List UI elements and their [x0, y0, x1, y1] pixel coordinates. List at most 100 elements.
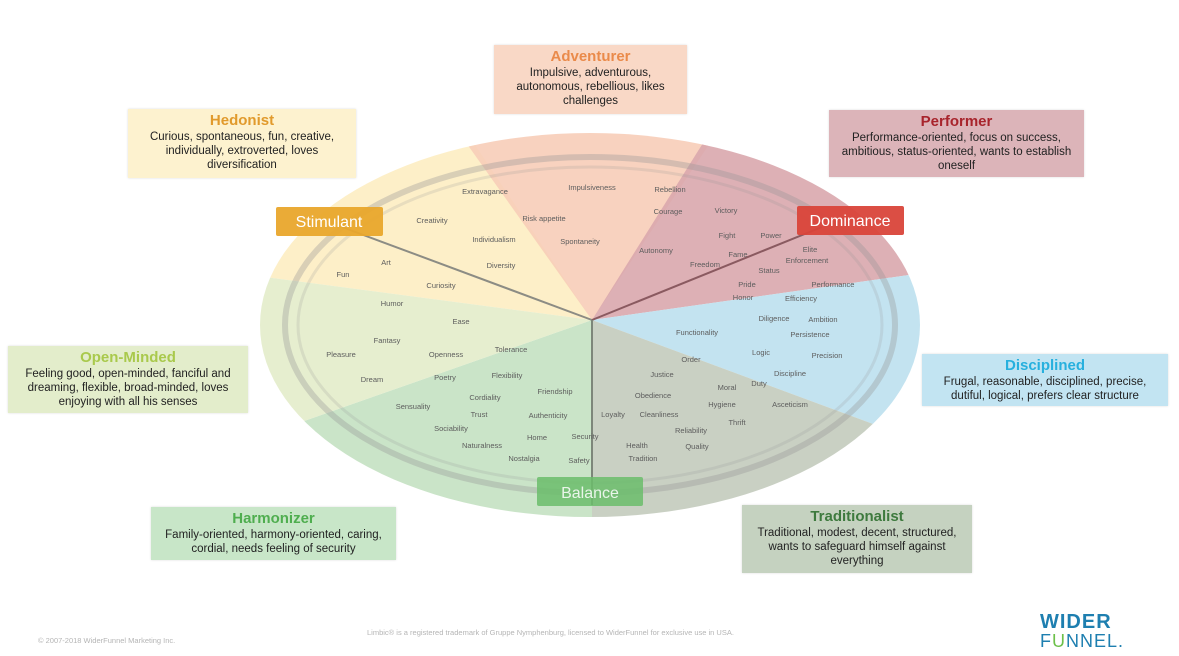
- performer-description: Performance-oriented, focus on success, …: [841, 132, 1072, 172]
- value-word: Nostalgia: [508, 454, 540, 463]
- value-word: Diligence: [759, 314, 790, 323]
- value-word: Fame: [728, 250, 747, 259]
- value-word: Duty: [751, 379, 767, 388]
- svg-text:Dominance: Dominance: [810, 213, 891, 230]
- value-word: Performance: [812, 280, 855, 289]
- value-word: Ease: [452, 317, 469, 326]
- adventurer-description: Impulsive, adventurous, autonomous, rebe…: [516, 67, 665, 107]
- disciplined-box: Disciplined Frugal, reasonable, discipli…: [922, 354, 1168, 406]
- traditionalist-description: Traditional, modest, decent, structured,…: [757, 527, 957, 567]
- open-minded-title: Open-Minded: [80, 349, 176, 366]
- stimulant-axis-line: [341, 226, 593, 321]
- svg-text:Balance: Balance: [561, 485, 619, 502]
- logo-line-2: FUNNEL.: [1040, 632, 1135, 650]
- value-word: Asceticism: [772, 400, 808, 409]
- value-word: Autonomy: [639, 246, 673, 255]
- segment-disciplined: [592, 272, 920, 445]
- disciplined-title: Disciplined: [1004, 357, 1086, 374]
- stimulant-label: Stimulant: [276, 207, 383, 236]
- value-word: Spontaneity: [560, 237, 600, 246]
- value-word: Dream: [361, 375, 384, 384]
- value-word: Rebellion: [654, 185, 685, 194]
- value-word: Pleasure: [326, 350, 356, 359]
- dominance-label: Dominance: [797, 206, 904, 235]
- value-word: Thrift: [728, 418, 746, 427]
- value-word: Logic: [752, 348, 770, 357]
- value-word: Fantasy: [374, 336, 401, 345]
- value-word: Justice: [650, 370, 673, 379]
- segment-adventurer: [445, 133, 730, 320]
- value-word: Obedience: [635, 391, 671, 400]
- hedonist-description: Curious, spontaneous, fun, creative, ind…: [149, 131, 335, 171]
- harmonizer-title: Harmonizer: [232, 510, 315, 527]
- value-word: Pride: [738, 280, 756, 289]
- value-word: Risk appetite: [522, 214, 565, 223]
- value-word: Status: [758, 266, 780, 275]
- value-word: Courage: [654, 207, 683, 216]
- value-word: Persistence: [790, 330, 829, 339]
- segment-open-minded: [260, 275, 592, 440]
- value-word: Naturalness: [462, 441, 502, 450]
- value-word: Security: [571, 432, 598, 441]
- hedonist-title: Hedonist: [209, 112, 275, 129]
- logo-f: F: [1040, 631, 1052, 651]
- value-word: Impulsiveness: [568, 183, 616, 192]
- value-word: Victory: [715, 206, 738, 215]
- harmonizer-description: Family-oriented, harmony-oriented, carin…: [165, 529, 382, 555]
- value-word: Safety: [568, 456, 590, 465]
- disciplined-description: Frugal, reasonable, disciplined, precise…: [943, 376, 1147, 402]
- value-word: Discipline: [774, 369, 806, 378]
- value-word: Sociability: [434, 424, 468, 433]
- value-word: Precision: [812, 351, 843, 360]
- adventurer-box: Adventurer Impulsive, adventurous, auton…: [494, 45, 687, 114]
- value-word: Tradition: [629, 454, 658, 463]
- open-minded-description: Feeling good, open-minded, fanciful and …: [25, 368, 231, 408]
- traditionalist-title: Traditionalist: [810, 508, 904, 525]
- value-word: Loyalty: [601, 410, 625, 419]
- value-word: Tolerance: [495, 345, 528, 354]
- value-word: Health: [626, 441, 648, 450]
- performer-title: Performer: [920, 113, 993, 130]
- value-word: Freedom: [690, 260, 720, 269]
- value-word: Home: [527, 433, 547, 442]
- value-word: Authenticity: [529, 411, 568, 420]
- value-word: Fun: [337, 270, 350, 279]
- copyright-text: © 2007-2018 WiderFunnel Marketing Inc.: [38, 636, 176, 645]
- value-word: Power: [760, 231, 782, 240]
- value-word: Efficiency: [785, 294, 817, 303]
- value-word: Ambition: [808, 315, 837, 324]
- value-word: Individualism: [472, 235, 515, 244]
- value-word: Diversity: [487, 261, 516, 270]
- logo-line-1: WIDER: [1040, 611, 1112, 633]
- value-word: Enforcement: [786, 256, 829, 265]
- svg-text:Stimulant: Stimulant: [296, 214, 363, 231]
- value-word: Cleanliness: [640, 410, 679, 419]
- value-word: Humor: [381, 299, 404, 308]
- value-word: Flexibility: [492, 371, 523, 380]
- open-minded-box: Open-Minded Feeling good, open-minded, f…: [8, 346, 248, 413]
- value-word: Order: [681, 355, 701, 364]
- logo-nnel: NNEL.: [1066, 631, 1125, 651]
- value-word: Openness: [429, 350, 463, 359]
- performer-box: Performer Performance-oriented, focus on…: [829, 110, 1084, 177]
- balance-label: Balance: [537, 477, 643, 506]
- value-word: Friendship: [537, 387, 572, 396]
- harmonizer-box: Harmonizer Family-oriented, harmony-orie…: [151, 507, 396, 560]
- value-word: Quality: [685, 442, 709, 451]
- dominance-axis-line: [591, 226, 823, 321]
- widerfunnel-logo: WIDER FUNNEL.: [1040, 612, 1135, 652]
- value-word: Poetry: [434, 373, 456, 382]
- value-word: Hygiene: [708, 400, 736, 409]
- value-word: Art: [381, 258, 392, 267]
- value-word: Reliability: [675, 426, 707, 435]
- value-word: Trust: [471, 410, 489, 419]
- value-word: Extravagance: [462, 187, 508, 196]
- adventurer-title: Adventurer: [550, 48, 631, 65]
- traditionalist-box: Traditionalist Traditional, modest, dece…: [742, 505, 972, 573]
- value-word: Functionality: [676, 328, 718, 337]
- value-word: Elite: [803, 245, 818, 254]
- logo-funnel-icon: U: [1052, 631, 1066, 651]
- value-word: Curiosity: [426, 281, 455, 290]
